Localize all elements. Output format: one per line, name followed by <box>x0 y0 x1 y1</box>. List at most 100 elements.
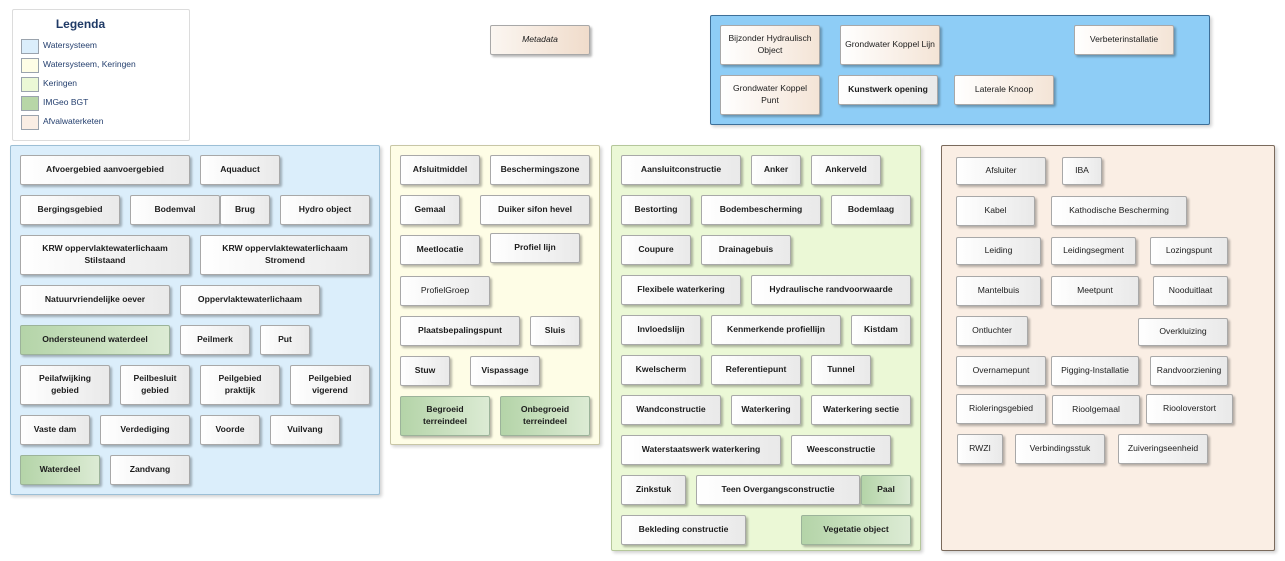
element-sluis[interactable]: Sluis <box>530 316 580 346</box>
element-peilmerk[interactable]: Peilmerk <box>180 325 250 355</box>
element-waterkering[interactable]: Waterkering <box>731 395 801 425</box>
element-kwelscherm[interactable]: Kwelscherm <box>621 355 701 385</box>
element-vaste-dam[interactable]: Vaste dam <box>20 415 90 445</box>
element-invloedslijn[interactable]: Invloedslijn <box>621 315 701 345</box>
element-peilafwijking-gebied[interactable]: Peilafwijking gebied <box>20 365 110 405</box>
element-beschermingszone[interactable]: Beschermingszone <box>490 155 590 185</box>
legend: Legenda Watersysteem Watersysteem, Kerin… <box>12 9 190 141</box>
element-tunnel[interactable]: Tunnel <box>811 355 871 385</box>
element-rioleringsgebied[interactable]: Rioleringsgebied <box>956 394 1046 424</box>
element-meetlocatie[interactable]: Meetlocatie <box>400 235 480 265</box>
element-verbeterinstallatie[interactable]: Verbeterinstallatie <box>1074 25 1174 55</box>
element-coupure[interactable]: Coupure <box>621 235 691 265</box>
legend-swatch-watersysteem <box>21 39 39 54</box>
element-paal[interactable]: Paal <box>861 475 911 505</box>
element-verbindingsstuk[interactable]: Verbindingsstuk <box>1015 434 1105 464</box>
element-hydro-object[interactable]: Hydro object <box>280 195 370 225</box>
element-waterstaatswerk-waterkering[interactable]: Waterstaatswerk waterkering <box>621 435 781 465</box>
element-grondwater-koppel-lijn[interactable]: Grondwater Koppel Lijn <box>840 25 940 65</box>
element-zuiveringseenheid[interactable]: Zuiveringseenheid <box>1118 434 1208 464</box>
element-krw-stromend[interactable]: KRW oppervlaktewaterlichaam Stromend <box>200 235 370 275</box>
element-referentiepunt[interactable]: Referentiepunt <box>711 355 801 385</box>
element-pigging-installatie[interactable]: Pigging-Installatie <box>1051 356 1139 386</box>
element-rioolgemaal[interactable]: Rioolgemaal <box>1052 395 1140 425</box>
element-profiel-lijn[interactable]: Profiel lijn <box>490 233 580 263</box>
element-lozingspunt[interactable]: Lozingspunt <box>1150 237 1228 265</box>
element-duiker-sifon-hevel[interactable]: Duiker sifon hevel <box>480 195 590 225</box>
legend-label: Watersysteem, Keringen <box>43 59 136 69</box>
legend-label: Afvalwaterketen <box>43 116 104 126</box>
element-aquaduct[interactable]: Aquaduct <box>200 155 280 185</box>
element-bodembescherming[interactable]: Bodembescherming <box>701 195 821 225</box>
element-profielgroep[interactable]: ProfielGroep <box>400 276 490 306</box>
legend-label: Keringen <box>43 78 78 88</box>
element-teen-overgangsconstructie[interactable]: Teen Overgangsconstructie <box>696 475 860 505</box>
element-brug[interactable]: Brug <box>220 195 270 225</box>
element-afsluitmiddel[interactable]: Afsluitmiddel <box>400 155 480 185</box>
element-grondwater-koppel-punt[interactable]: Grondwater Koppel Punt <box>720 75 820 115</box>
element-bodemval[interactable]: Bodemval <box>130 195 220 225</box>
element-riooloverstort[interactable]: Riooloverstort <box>1146 394 1233 424</box>
legend-title: Legenda <box>55 17 106 31</box>
metadata-element[interactable]: Metadata <box>490 25 590 55</box>
element-laterale-knoop[interactable]: Laterale Knoop <box>954 75 1054 105</box>
element-kathodische-bescherming[interactable]: Kathodische Bescherming <box>1051 196 1187 226</box>
element-waterdeel[interactable]: Waterdeel <box>20 455 100 485</box>
legend-label: IMGeo BGT <box>43 97 89 107</box>
element-kunstwerk-opening[interactable]: Kunstwerk opening <box>838 75 938 105</box>
element-bergingsgebied[interactable]: Bergingsgebied <box>20 195 120 225</box>
element-kabel[interactable]: Kabel <box>956 196 1035 226</box>
element-ankerveld[interactable]: Ankerveld <box>811 155 881 185</box>
element-peilgebied-vigerend[interactable]: Peilgebied vigerend <box>290 365 370 405</box>
element-bekleding-constructie[interactable]: Bekleding constructie <box>621 515 746 545</box>
element-gemaal[interactable]: Gemaal <box>400 195 460 225</box>
element-vuilvang[interactable]: Vuilvang <box>270 415 340 445</box>
element-voorde[interactable]: Voorde <box>200 415 260 445</box>
element-zinkstuk[interactable]: Zinkstuk <box>621 475 686 505</box>
element-bestorting[interactable]: Bestorting <box>621 195 691 225</box>
element-overkluizing[interactable]: Overkluizing <box>1138 318 1228 346</box>
element-natuurvriendelijke-oever[interactable]: Natuurvriendelijke oever <box>20 285 170 315</box>
legend-label: Watersysteem <box>43 40 98 50</box>
element-krw-stilstaand[interactable]: KRW oppervlaktewaterlichaam Stilstaand <box>20 235 190 275</box>
element-anker[interactable]: Anker <box>751 155 801 185</box>
element-zandvang[interactable]: Zandvang <box>110 455 190 485</box>
element-leidingsegment[interactable]: Leidingsegment <box>1051 237 1136 265</box>
element-rwzi[interactable]: RWZI <box>957 434 1003 464</box>
element-drainagebuis[interactable]: Drainagebuis <box>701 235 791 265</box>
element-waterkering-sectie[interactable]: Waterkering sectie <box>811 395 911 425</box>
element-vispassage[interactable]: Vispassage <box>470 356 540 386</box>
element-plaatsbepalingspunt[interactable]: Plaatsbepalingspunt <box>400 316 520 346</box>
element-iba[interactable]: IBA <box>1062 157 1102 185</box>
element-aansluitconstructie[interactable]: Aansluitconstructie <box>621 155 741 185</box>
element-ondersteunend-waterdeel[interactable]: Ondersteunend waterdeel <box>20 325 170 355</box>
element-randvoorziening[interactable]: Randvoorziening <box>1150 356 1228 386</box>
element-bodemlaag[interactable]: Bodemlaag <box>831 195 911 225</box>
element-ontluchter[interactable]: Ontluchter <box>956 316 1028 346</box>
element-onbegroeid-terreindeel[interactable]: Onbegroeid terreindeel <box>500 396 590 436</box>
element-hydraulische-randvoorwaarde[interactable]: Hydraulische randvoorwaarde <box>751 275 911 305</box>
element-bijzonder-hydraulisch-object[interactable]: Bijzonder Hydraulisch Object <box>720 25 820 65</box>
element-wandconstructie[interactable]: Wandconstructie <box>621 395 721 425</box>
element-afsluiter[interactable]: Afsluiter <box>956 157 1046 185</box>
element-mantelbuis[interactable]: Mantelbuis <box>956 276 1041 306</box>
element-meetpunt[interactable]: Meetpunt <box>1051 276 1139 306</box>
element-put[interactable]: Put <box>260 325 310 355</box>
element-overnamepunt[interactable]: Overnamepunt <box>956 356 1046 386</box>
element-nooduitlaat[interactable]: Nooduitlaat <box>1153 276 1228 306</box>
element-verdediging[interactable]: Verdediging <box>100 415 190 445</box>
element-flexibele-waterkering[interactable]: Flexibele waterkering <box>621 275 741 305</box>
element-weesconstructie[interactable]: Weesconstructie <box>791 435 891 465</box>
element-stuw[interactable]: Stuw <box>400 356 450 386</box>
legend-swatch-keringen <box>21 77 39 92</box>
legend-swatch-imgeo-bgt <box>21 96 39 111</box>
element-kistdam[interactable]: Kistdam <box>851 315 911 345</box>
element-kenmerkende-profiellijn[interactable]: Kenmerkende profiellijn <box>711 315 841 345</box>
element-leiding[interactable]: Leiding <box>956 237 1041 265</box>
element-oppervlaktewaterlichaam[interactable]: Oppervlaktewaterlichaam <box>180 285 320 315</box>
element-afvoergebied-aanvoergebied[interactable]: Afvoergebied aanvoergebied <box>20 155 190 185</box>
element-peilbesluit-gebied[interactable]: Peilbesluit gebied <box>120 365 190 405</box>
element-peilgebied-praktijk[interactable]: Peilgebied praktijk <box>200 365 280 405</box>
element-vegetatie-object[interactable]: Vegetatie object <box>801 515 911 545</box>
element-begroeid-terreindeel[interactable]: Begroeid terreindeel <box>400 396 490 436</box>
